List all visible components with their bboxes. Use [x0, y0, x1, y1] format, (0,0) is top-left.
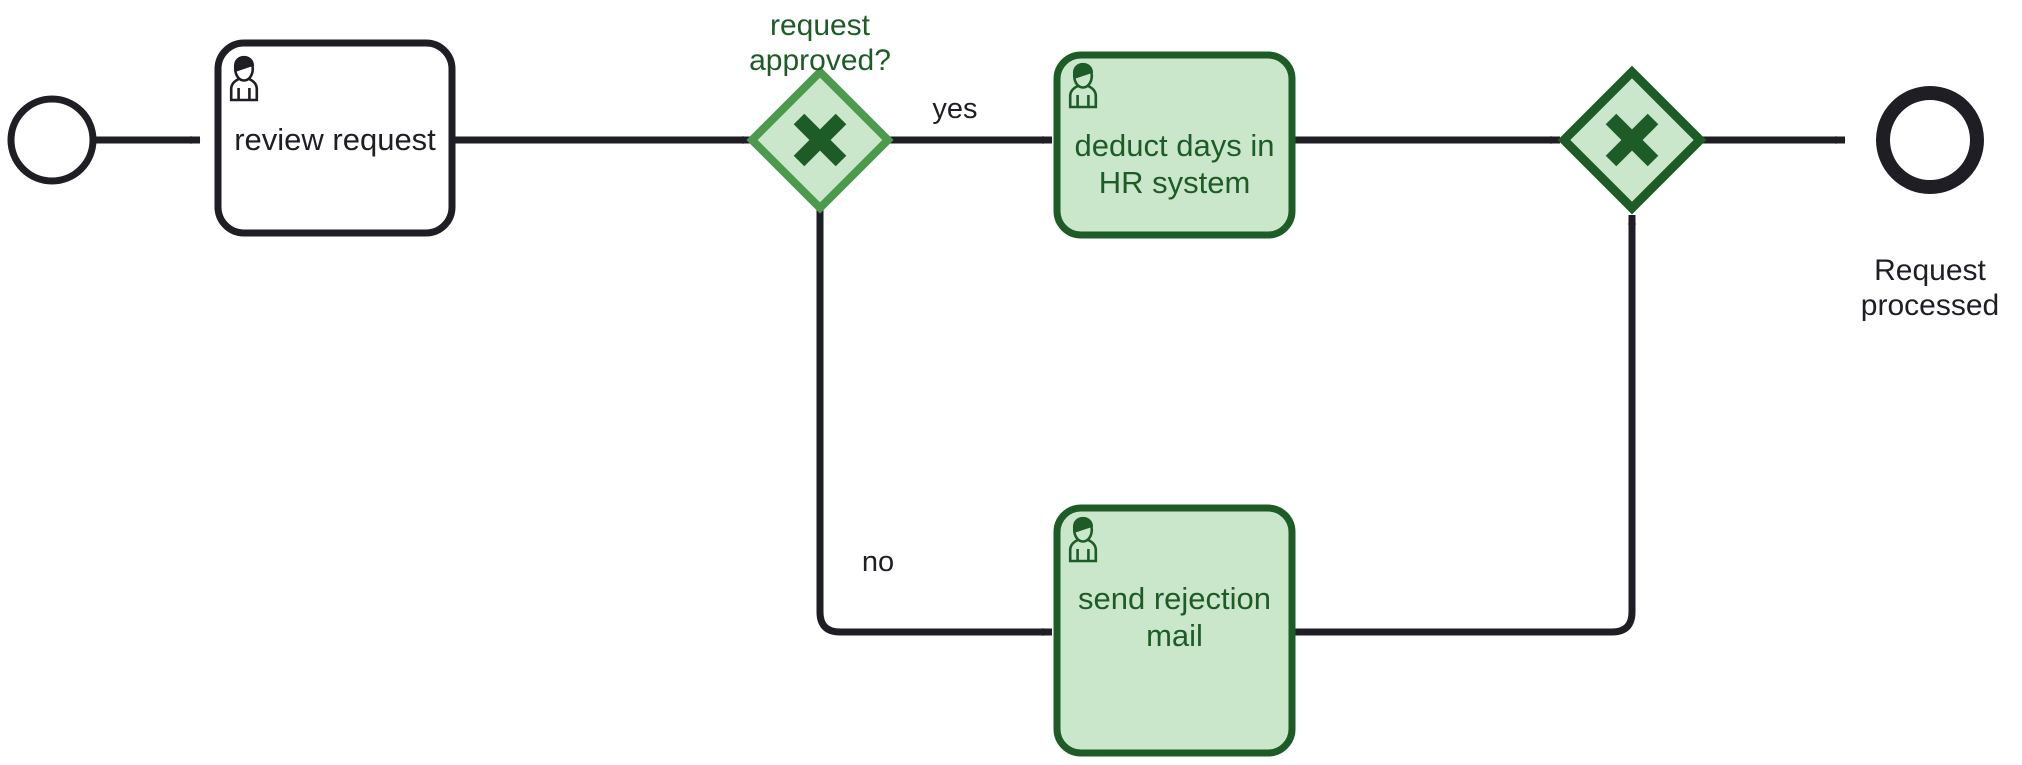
task-deduct-days[interactable] — [1053, 51, 1296, 239]
gateway-x-symbol — [1605, 113, 1659, 167]
task-send-rejection-mail[interactable] — [1053, 504, 1296, 757]
end-event-request-processed[interactable] — [1876, 86, 1984, 194]
start-event[interactable] — [7, 95, 97, 185]
user-icon — [1068, 62, 1098, 109]
user-icon — [1068, 516, 1098, 563]
user-icon — [229, 55, 259, 102]
gateway-x-symbol — [793, 113, 847, 167]
gateway-request-approved[interactable] — [746, 66, 894, 214]
flow-gateway-no — [816, 208, 1053, 636]
flow-reject-to-merge — [1055, 214, 1636, 636]
task-review-request[interactable] — [214, 39, 456, 237]
gateway-merge[interactable] — [1557, 65, 1707, 215]
